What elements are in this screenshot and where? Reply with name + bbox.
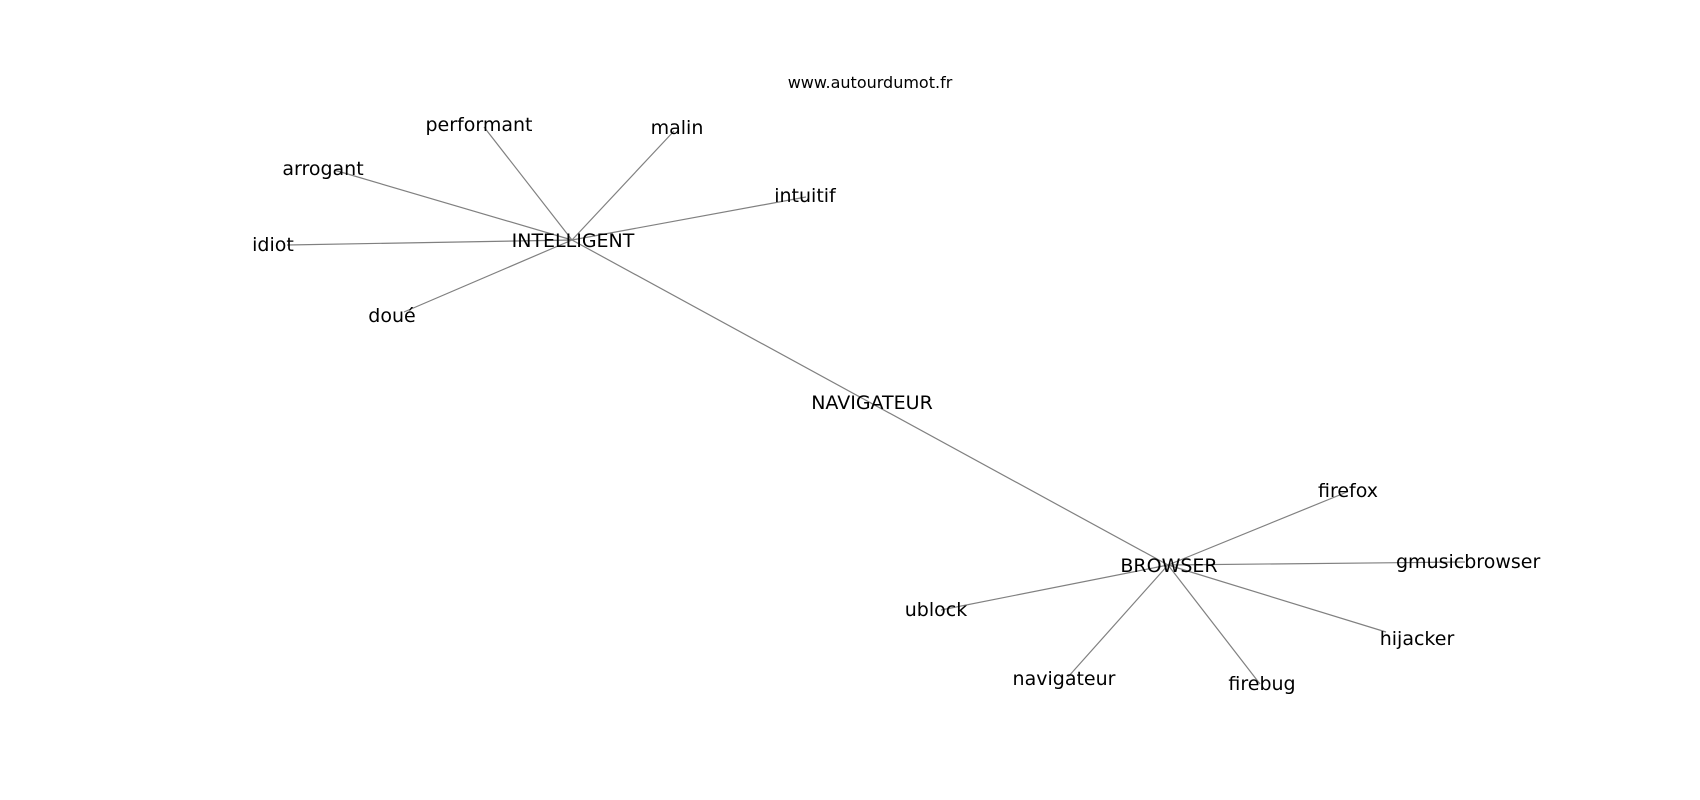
edge-intelligent-doue: [403, 239, 573, 313]
edge-intelligent-malin: [571, 130, 675, 241]
node-label-malin[interactable]: malin: [651, 117, 704, 139]
node-label-ublock[interactable]: ublock: [905, 599, 967, 621]
graph-labels: NAVIGATEUR INTELLIGENT BROWSER performant ma…: [252, 114, 1540, 695]
node-label-doue[interactable]: doué: [368, 305, 415, 327]
graph-edges: [286, 126, 1466, 685]
node-label-intelligent[interactable]: INTELLIGENT: [512, 230, 635, 252]
node-label-performant[interactable]: performant: [426, 114, 533, 136]
edge-intelligent-performant: [483, 126, 573, 241]
edge-intelligent-intuitif: [571, 196, 807, 241]
edge-browser-hijacker: [1167, 564, 1387, 633]
edge-intelligent-idiot: [286, 239, 573, 246]
node-label-arrogant[interactable]: arrogant: [282, 158, 363, 180]
edge-browser-firebug: [1167, 564, 1261, 685]
node-label-navigateur_center[interactable]: NAVIGATEUR: [811, 392, 933, 414]
node-label-firebug[interactable]: firebug: [1228, 673, 1295, 695]
node-label-navigateur[interactable]: navigateur: [1013, 668, 1116, 690]
node-label-gmusicbrowser[interactable]: gmusicbrowser: [1396, 551, 1540, 573]
edge-browser-firefox: [1167, 491, 1348, 566]
edge-browser-gmusicbrowser: [1167, 561, 1466, 566]
edge-browser-navigateur: [1067, 564, 1169, 678]
edge-intelligent-arrogant: [333, 169, 573, 241]
site-url: www.autourdumot.fr: [788, 73, 953, 92]
edge-intelligent-browser: [571, 239, 1169, 566]
node-label-browser[interactable]: BROWSER: [1120, 555, 1217, 577]
node-label-hijacker[interactable]: hijacker: [1380, 628, 1455, 650]
node-label-intuitif[interactable]: intuitif: [774, 185, 837, 207]
edge-browser-ublock: [940, 564, 1169, 611]
node-label-idiot[interactable]: idiot: [252, 234, 294, 256]
node-label-firefox[interactable]: firefox: [1318, 480, 1378, 502]
